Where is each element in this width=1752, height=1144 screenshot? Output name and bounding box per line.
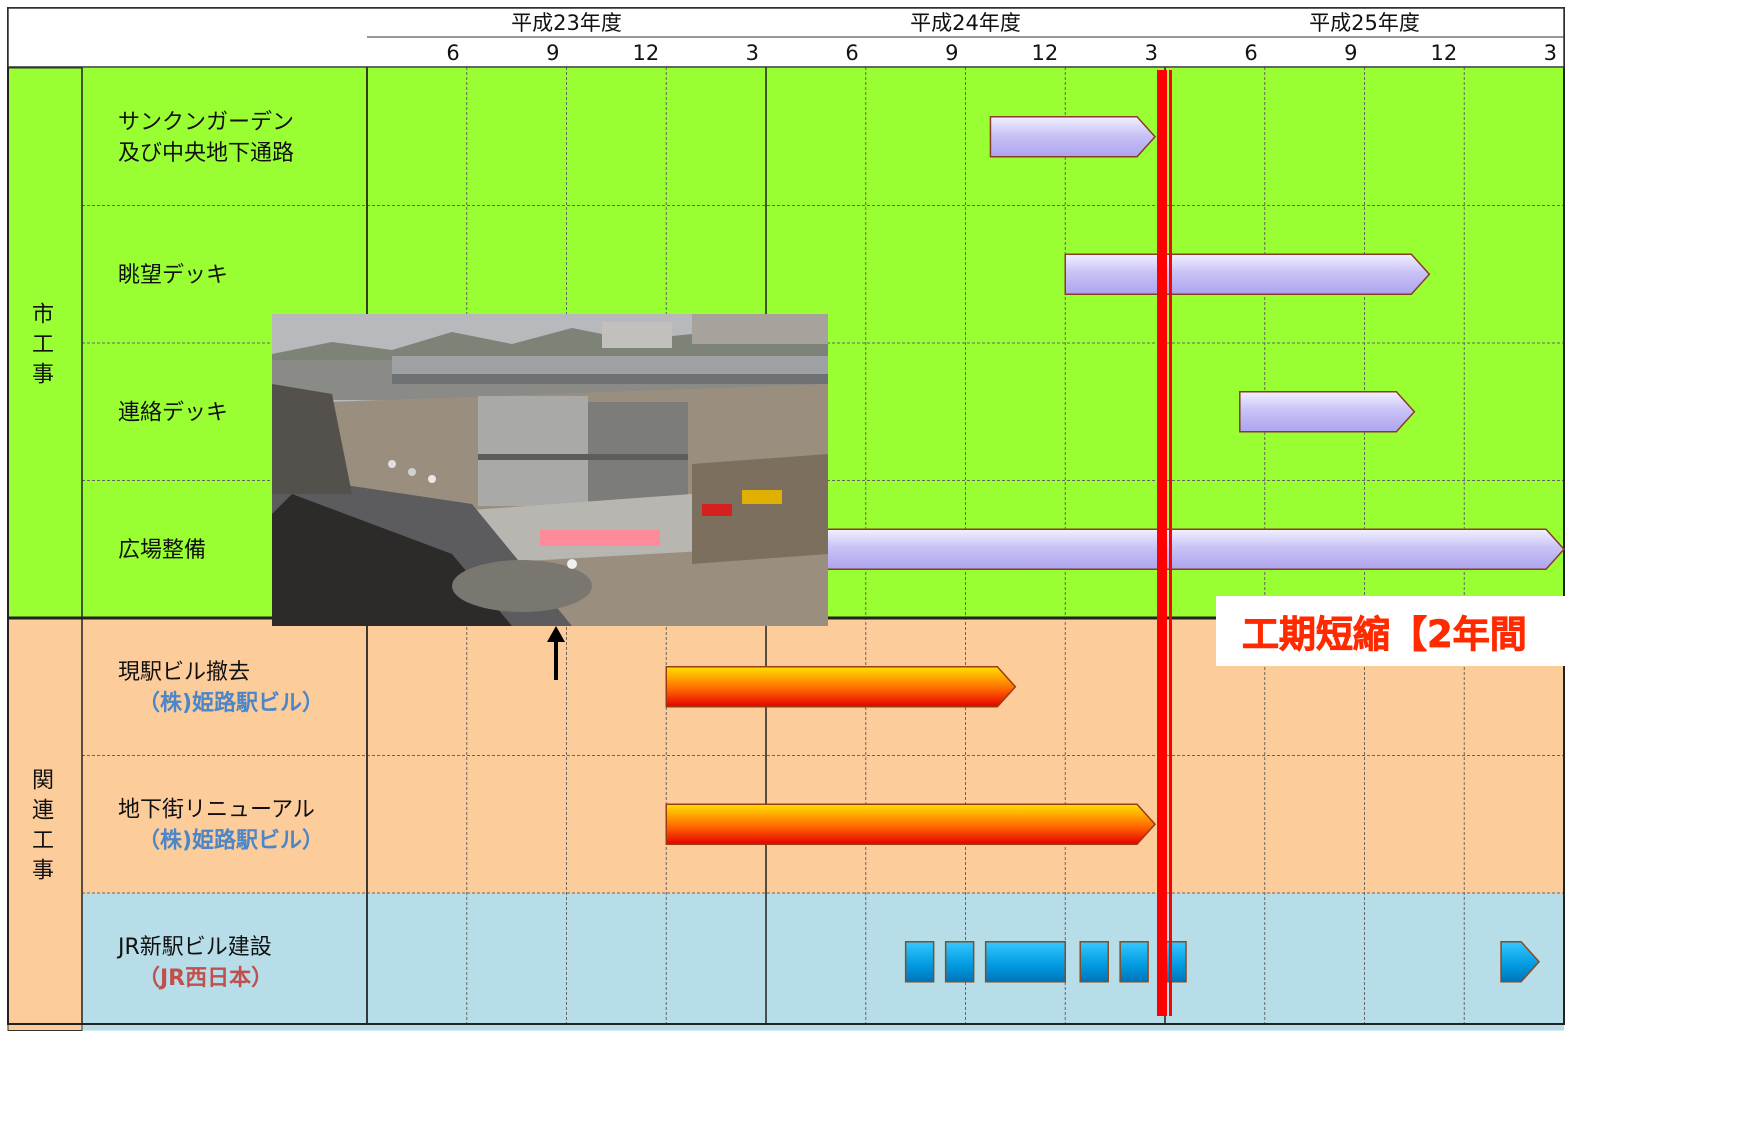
task-contractor-label: （株)姫路駅ビル） [138,827,324,853]
construction-bar-segment [984,941,1067,983]
task-contractor-label: （JR西日本） [138,966,273,991]
callout-box [1216,596,1752,666]
task-label: 眺望デッキ [118,263,228,288]
fiscal-year-label: 平成24年度 [910,11,1021,35]
photo-illustration [272,314,828,626]
task-label: 広場整備 [118,538,206,563]
month-tick-label: 12 [1431,41,1458,65]
construction-bar-arrowhead [1500,941,1541,983]
month-tick-label: 3 [1145,41,1158,65]
month-tick-label: 6 [845,41,858,65]
month-tick-label: 6 [1244,41,1257,65]
month-tick-label: 9 [546,41,559,65]
construction-bar-segment [944,941,975,983]
task-label: JR新駅ビル建設 [116,935,272,960]
task-contractor-label: （株)姫路駅ビル） [138,690,324,716]
milestone-line-thin [1169,70,1172,1016]
task-label: 地下街リニューアル [118,797,315,822]
month-tick-label: 12 [1032,41,1059,65]
group-cell [7,67,83,619]
month-tick-label: 3 [1544,41,1557,65]
task-label: 現駅ビル撤去 [118,660,250,685]
month-tick-label: 12 [633,41,660,65]
schedule-bar [989,116,1157,158]
task-label: 及び中央地下通路 [118,141,294,166]
construction-bar-segment [904,941,935,983]
group-cell [7,617,83,1031]
construction-bar-segment [1079,941,1109,983]
schedule-bar [665,666,1017,708]
group-label: 市工事 [32,302,54,387]
fiscal-year-label: 平成25年度 [1309,11,1420,35]
construction-bar-segment [1119,941,1149,983]
task-label: サンクンガーデン [118,110,294,135]
task-row-background [82,68,1564,206]
milestone-line [1157,70,1167,1016]
schedule-bar [1064,253,1431,295]
photo-pointer-arrowhead [547,626,565,642]
task-row-background [82,893,1564,1031]
group-label: 関連工事 [32,769,54,884]
schedule-bar [815,528,1566,570]
schedule-bar [665,803,1157,845]
month-tick-label: 3 [746,41,759,65]
callout-text: 工期短縮【2年間 [1242,613,1527,656]
month-tick-label: 9 [945,41,958,65]
month-tick-label: 9 [1344,41,1357,65]
schedule-bar [1239,391,1416,433]
construction-site-photo [272,314,828,626]
fiscal-year-label: 平成23年度 [511,11,622,35]
month-tick-label: 6 [446,41,459,65]
task-label: 連絡デッキ [118,400,228,425]
